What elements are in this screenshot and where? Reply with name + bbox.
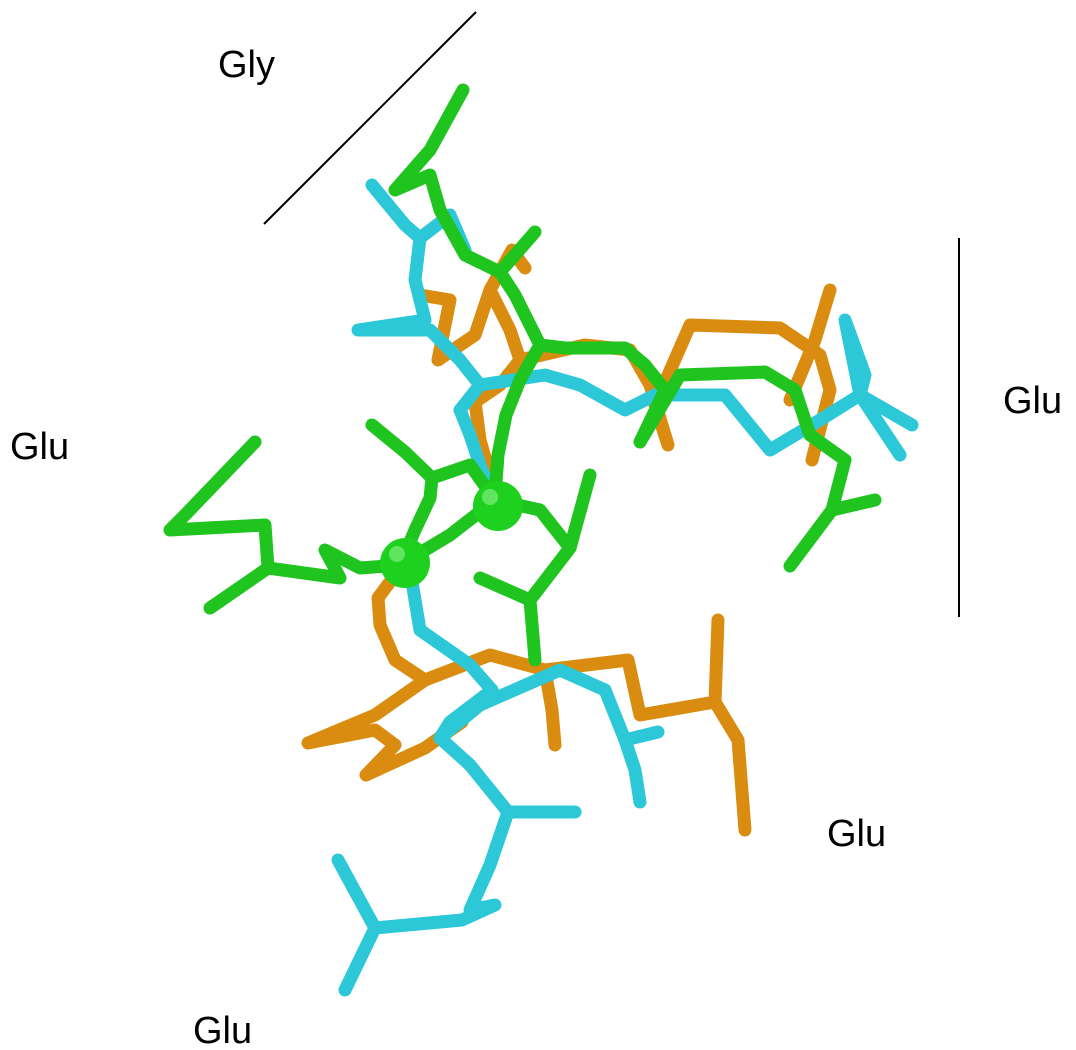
orange-lower-left bbox=[301, 673, 469, 782]
metal-ion-upper bbox=[473, 481, 523, 531]
green-lower-branch bbox=[473, 541, 577, 667]
green-backbone-upper bbox=[488, 265, 547, 502]
metal-ions bbox=[380, 481, 523, 588]
cyan-lower-chain bbox=[433, 663, 665, 747]
residue-markers bbox=[263, 11, 960, 617]
label-glu-lower-right: Glu bbox=[827, 813, 887, 855]
green-right-fork bbox=[825, 493, 882, 517]
label-glu-right: Glu bbox=[1003, 380, 1063, 422]
cyan-middle bbox=[403, 563, 499, 697]
metal-ion-upper-highlight bbox=[482, 489, 498, 505]
orange-lower-right bbox=[708, 695, 752, 837]
metal-ion-lower-highlight bbox=[389, 546, 405, 562]
cyan-upper-chain bbox=[351, 231, 487, 417]
gly-marker-line bbox=[263, 11, 477, 225]
orange-lower-mid bbox=[538, 663, 562, 752]
cyan-bottom bbox=[331, 731, 582, 997]
structure-green bbox=[163, 83, 882, 667]
green-left-arm bbox=[163, 435, 407, 615]
green-right-arm bbox=[533, 338, 852, 573]
label-glu-bottom: Glu bbox=[193, 1010, 253, 1050]
green-upper-side bbox=[365, 418, 439, 572]
cyan-right-arm bbox=[473, 368, 919, 457]
orange-right-side bbox=[783, 283, 837, 407]
metal-ion-lower bbox=[380, 538, 430, 588]
label-glu-left: Glu bbox=[10, 426, 70, 468]
orange-lower-chain bbox=[371, 568, 725, 722]
structure-cyan bbox=[331, 178, 919, 997]
cyan-right-fork bbox=[838, 313, 907, 462]
label-gly: Gly bbox=[218, 44, 275, 86]
cyan-lower-right bbox=[618, 733, 647, 809]
